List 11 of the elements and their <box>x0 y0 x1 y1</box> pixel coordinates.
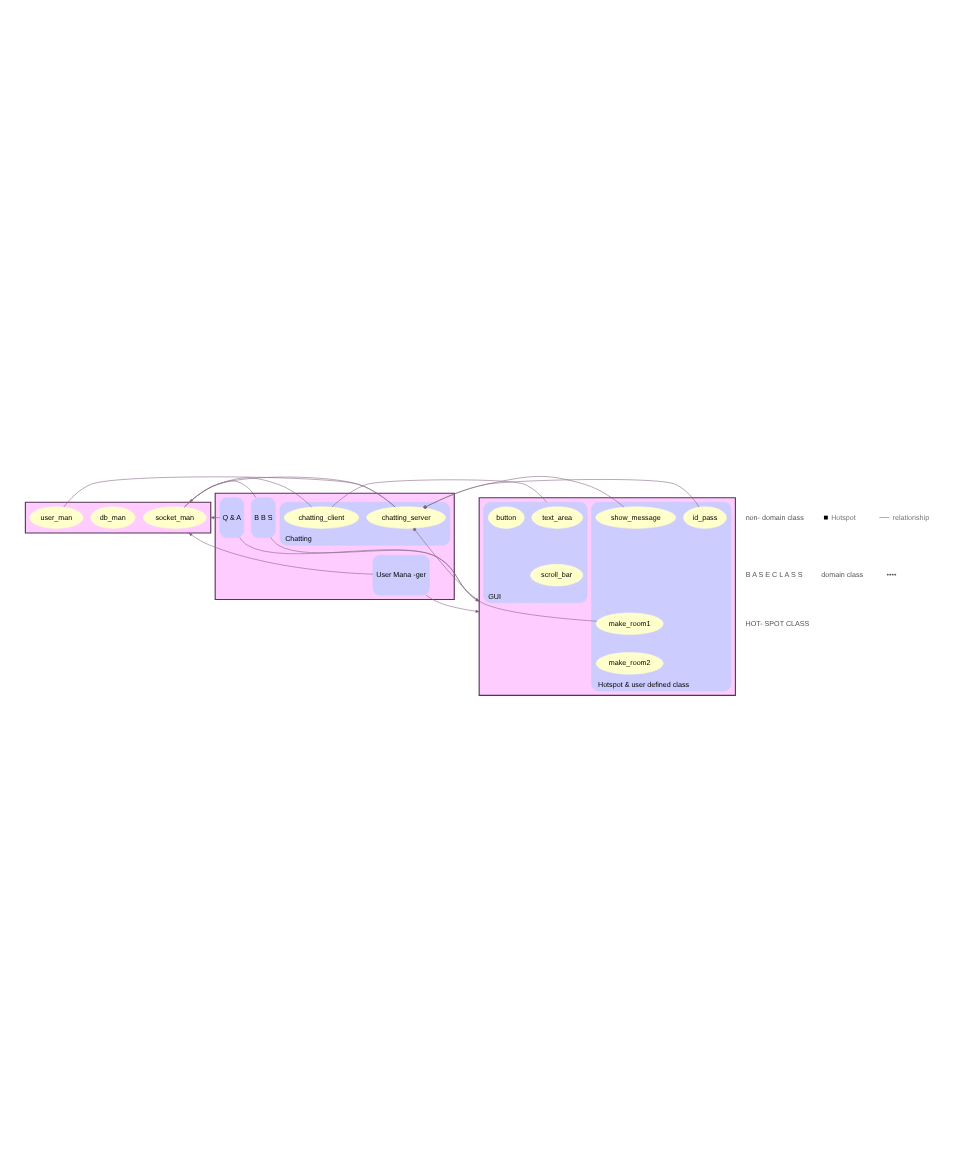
connector <box>184 477 312 508</box>
arrow <box>210 516 221 520</box>
cluster <box>24 501 212 534</box>
connector <box>63 476 396 508</box>
connector <box>423 479 700 509</box>
arrow <box>189 480 256 503</box>
connector <box>423 476 625 509</box>
arrow <box>188 532 374 575</box>
connector <box>331 479 547 508</box>
arrow <box>425 594 480 613</box>
connector <box>413 527 598 622</box>
